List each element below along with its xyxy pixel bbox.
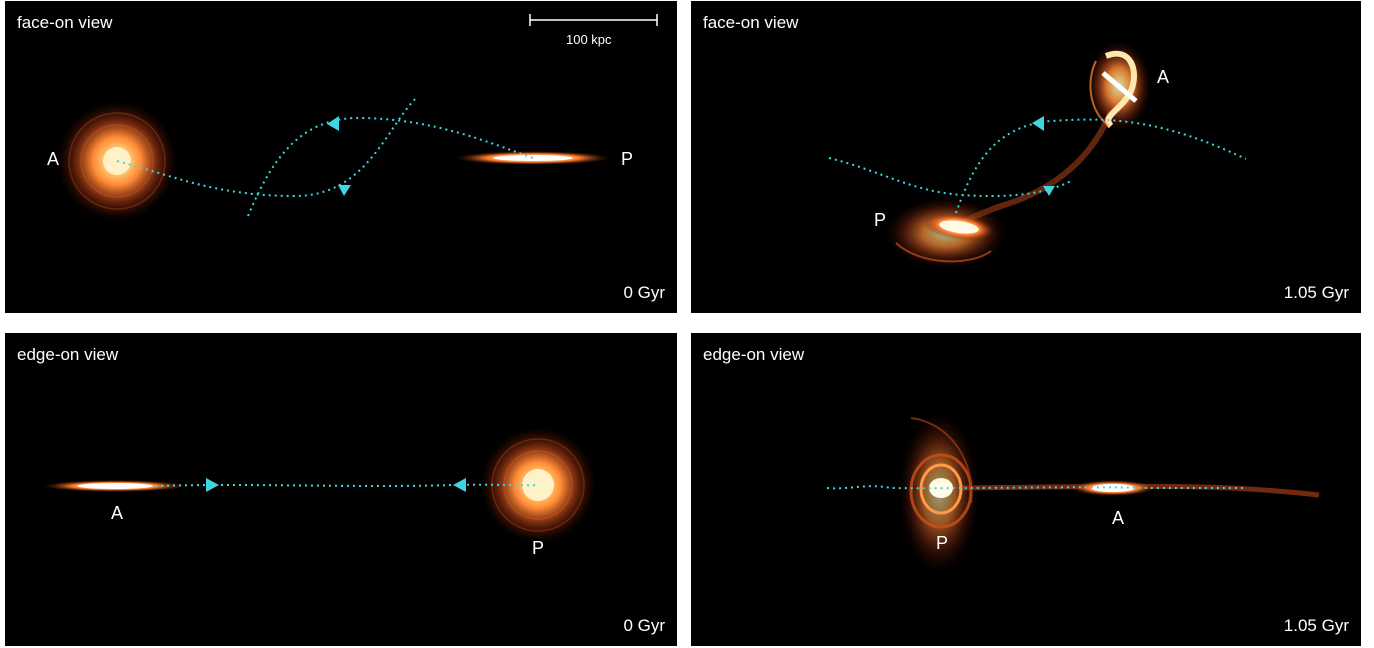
galaxy-label-a: A — [1157, 67, 1170, 87]
panel-face-on-0gyr: face-on view 100 kpc A P 0 Gyr — [5, 1, 677, 313]
galaxy-a-disturbed — [1087, 41, 1151, 131]
time-label: 1.05 Gyr — [1283, 283, 1349, 302]
view-label: face-on view — [17, 13, 113, 32]
panel-face-on-1.05gyr: face-on view A P 1.05 Gyr — [691, 1, 1361, 313]
scale-bar-label: 100 kpc — [566, 32, 612, 47]
orbit-paths — [826, 485, 1243, 490]
orbit-paths — [116, 98, 534, 217]
galaxy-a-edge-disk — [1071, 480, 1155, 496]
panel-edge-on-0gyr: edge-on view A P 0 Gyr — [5, 333, 677, 646]
galaxy-p-edge-disk — [455, 151, 611, 165]
orbit-paths — [828, 118, 1247, 214]
orbit-arrows — [1032, 116, 1055, 196]
time-label: 0 Gyr — [623, 616, 665, 635]
tidal-stream — [960, 483, 1320, 498]
galaxy-p-disturbed — [899, 413, 979, 573]
view-label: edge-on view — [703, 345, 805, 364]
orbit-paths — [154, 483, 539, 487]
time-label: 1.05 Gyr — [1283, 616, 1349, 635]
galaxy-label-p: P — [621, 149, 634, 169]
scene-face-on-1.05gyr — [828, 41, 1247, 268]
time-label: 0 Gyr — [623, 283, 665, 302]
galaxy-a-edge-disk — [43, 480, 187, 492]
galaxy-label-p: P — [936, 533, 949, 553]
orbit-arrows — [327, 116, 351, 196]
view-label: edge-on view — [17, 345, 119, 364]
galaxy-p-face-on — [480, 427, 596, 543]
scale-bar — [529, 14, 658, 26]
panel-edge-on-1.05gyr: edge-on view A P 1.05 Gyr — [691, 333, 1361, 646]
galaxy-label-a: A — [111, 503, 124, 523]
scene-face-on-0gyr — [57, 14, 658, 221]
orbit-arrows — [206, 478, 466, 492]
galaxy-label-p: P — [532, 538, 545, 558]
galaxy-label-p: P — [874, 210, 887, 230]
galaxy-p-disturbed — [886, 198, 1006, 268]
galaxy-label-a: A — [47, 149, 60, 169]
scene-edge-on-0gyr — [43, 427, 596, 543]
scene-edge-on-1.05gyr — [826, 413, 1320, 573]
view-label: face-on view — [703, 13, 799, 32]
galaxy-label-a: A — [1112, 508, 1125, 528]
